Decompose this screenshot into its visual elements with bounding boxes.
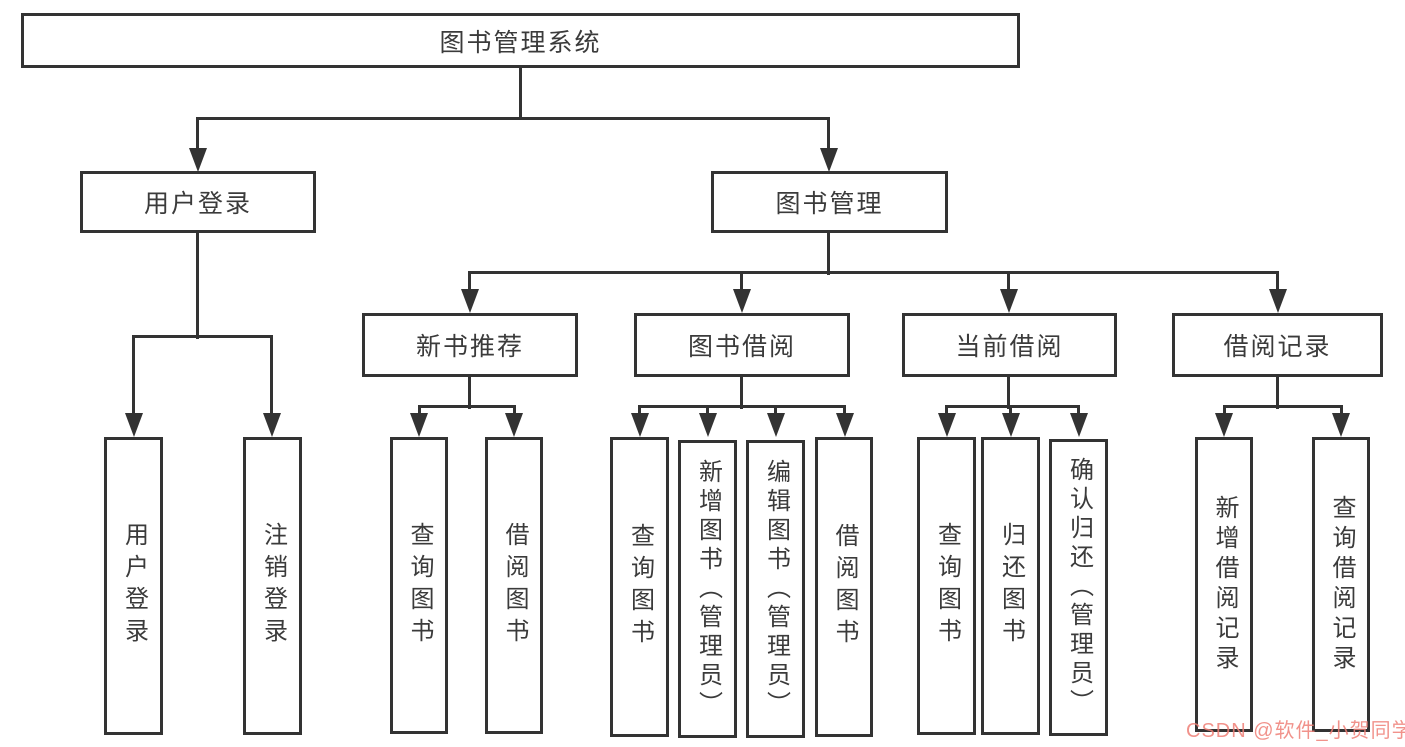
arrow-down-icon — [1215, 413, 1233, 437]
connector-line — [1276, 272, 1279, 290]
node-leaf-br-add: 新增借阅记录 — [1195, 437, 1253, 732]
connector-line — [1339, 406, 1343, 414]
node-leaf-nb-query: 查询图书 — [390, 437, 448, 734]
connector-line — [196, 233, 199, 339]
connector-line — [417, 406, 421, 414]
node-label: 当前借阅 — [955, 333, 1064, 361]
connector-line — [417, 404, 516, 408]
node-label: 用户登录 — [120, 522, 148, 650]
connector-line — [1007, 272, 1010, 290]
connector-line — [638, 404, 846, 408]
arrow-down-icon — [1069, 413, 1088, 437]
node-user-login: 用户登录 — [80, 171, 316, 233]
arrow-down-icon — [999, 289, 1018, 313]
connector-line — [468, 377, 471, 409]
arrow-down-icon — [505, 413, 523, 437]
node-label: 图书借阅 — [687, 333, 796, 361]
node-label: 编辑图书（管理员） — [762, 458, 790, 720]
connector-line — [706, 406, 709, 414]
node-label: 注销登录 — [259, 522, 287, 650]
node-label: 用户登录 — [143, 190, 252, 218]
node-book-borrow: 图书借阅 — [634, 313, 850, 377]
arrow-down-icon — [1332, 413, 1350, 437]
node-leaf-bb-edit: 编辑图书（管理员） — [746, 440, 805, 738]
arrow-down-icon — [410, 413, 428, 437]
node-label: 新增图书（管理员） — [694, 458, 722, 720]
arrow-down-icon — [262, 413, 281, 437]
connector-line — [468, 272, 471, 290]
arrow-down-icon — [1001, 413, 1020, 437]
arrow-down-icon — [124, 413, 143, 437]
node-leaf-logout: 注销登录 — [243, 437, 302, 735]
connector-line — [1007, 377, 1010, 409]
connector-line — [740, 377, 743, 409]
arrow-down-icon — [819, 148, 838, 172]
node-label: 新书推荐 — [415, 333, 524, 361]
arrow-down-icon — [1268, 289, 1287, 313]
node-label: 图书管理 — [775, 190, 884, 218]
node-leaf-bb-borrow: 借阅图书 — [815, 437, 873, 737]
node-borrow-record: 借阅记录 — [1172, 313, 1383, 377]
arrow-down-icon — [630, 413, 649, 437]
node-label: 查询图书 — [406, 521, 433, 650]
node-new-book-rec: 新书推荐 — [362, 313, 578, 377]
arrow-down-icon — [188, 148, 207, 172]
connector-line — [270, 336, 273, 414]
node-label: 确认归还（管理员） — [1065, 457, 1093, 718]
connector-line — [1276, 377, 1279, 409]
node-leaf-bb-query: 查询图书 — [610, 437, 669, 737]
node-label: 归还图书 — [997, 522, 1025, 650]
arrow-down-icon — [460, 289, 479, 313]
connector-line — [1009, 406, 1012, 414]
arrow-down-icon — [732, 289, 751, 313]
connector-line — [1222, 404, 1343, 408]
node-leaf-cb-confirm: 确认归还（管理员） — [1049, 439, 1108, 736]
node-label: 新增借阅记录 — [1211, 494, 1238, 675]
connector-line — [512, 406, 516, 414]
connector-line — [196, 118, 199, 150]
connector-line — [132, 334, 273, 338]
node-leaf-br-query: 查询借阅记录 — [1312, 437, 1370, 732]
connector-line — [196, 116, 830, 120]
node-leaf-nb-borrow: 借阅图书 — [485, 437, 543, 734]
connector-line — [638, 406, 641, 414]
connector-line — [132, 336, 135, 414]
connector-line — [843, 406, 846, 414]
connector-line — [519, 68, 522, 118]
node-leaf-cb-return: 归还图书 — [981, 437, 1040, 735]
connector-line — [468, 270, 1279, 274]
node-label: 查询借阅记录 — [1328, 494, 1355, 675]
node-root: 图书管理系统 — [21, 13, 1020, 68]
node-label: 借阅图书 — [501, 521, 528, 650]
connector-line — [827, 233, 830, 275]
node-current-borrow: 当前借阅 — [902, 313, 1117, 377]
arrow-down-icon — [835, 413, 854, 437]
node-label: 借阅记录 — [1223, 333, 1332, 361]
connector-line — [945, 404, 1080, 408]
connector-line — [945, 406, 948, 414]
node-label: 图书管理系统 — [439, 28, 602, 57]
watermark: CSDN @软件_小贺同学 — [1186, 720, 1405, 742]
node-label: 查询图书 — [626, 523, 654, 651]
connector-line — [827, 118, 830, 150]
arrow-down-icon — [766, 413, 785, 437]
node-leaf-user-login: 用户登录 — [104, 437, 163, 735]
connector-line — [740, 272, 743, 290]
connector-line — [1077, 406, 1080, 414]
arrow-down-icon — [698, 413, 717, 437]
node-label: 借阅图书 — [831, 523, 858, 651]
node-leaf-bb-add: 新增图书（管理员） — [678, 440, 737, 738]
connector-line — [774, 406, 777, 414]
node-book-mgmt: 图书管理 — [711, 171, 948, 233]
node-label: 查询图书 — [933, 522, 961, 650]
connector-line — [1222, 406, 1226, 414]
node-leaf-cb-query: 查询图书 — [917, 437, 976, 735]
arrow-down-icon — [937, 413, 956, 437]
